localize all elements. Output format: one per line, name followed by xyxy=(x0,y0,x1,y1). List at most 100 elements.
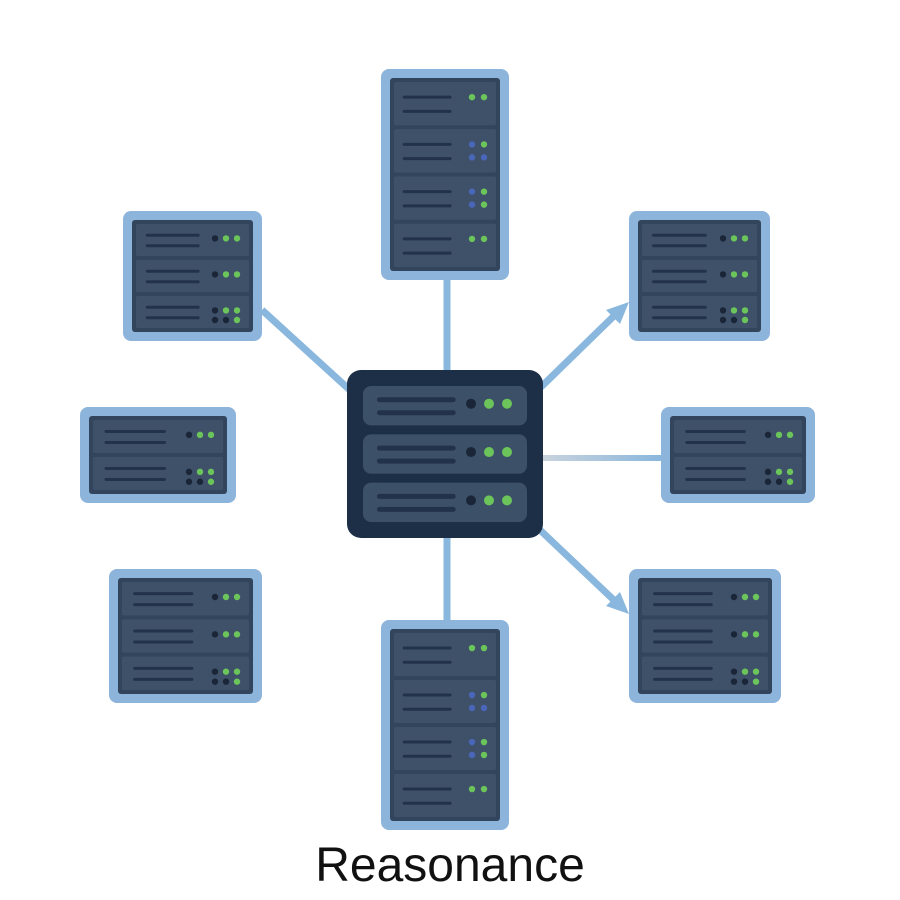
server-unit-face xyxy=(674,457,802,490)
status-led-icon xyxy=(211,678,219,685)
status-led-icon xyxy=(185,431,193,439)
status-led-icon xyxy=(468,738,476,746)
status-led-icon xyxy=(480,93,488,101)
status-led-icon xyxy=(466,398,476,409)
status-led-icon xyxy=(480,704,488,712)
status-led-icon xyxy=(786,468,794,476)
status-led-icon xyxy=(480,154,488,161)
server-unit-face xyxy=(136,224,249,256)
status-led-icon xyxy=(211,307,219,314)
status-led-icon xyxy=(502,398,512,409)
status-led-icon xyxy=(233,235,241,242)
server-left xyxy=(80,407,236,503)
status-led-icon xyxy=(222,668,230,675)
server-unit xyxy=(674,420,802,453)
status-led-icon xyxy=(222,316,230,324)
server-top-left xyxy=(123,211,262,341)
status-led-icon xyxy=(741,271,749,278)
connector-top-right xyxy=(537,309,621,391)
server-right xyxy=(661,407,815,503)
arrowhead-top-right-icon xyxy=(606,302,629,324)
status-led-icon xyxy=(741,235,749,242)
status-led-icon xyxy=(468,188,476,195)
server-chassis xyxy=(390,629,500,821)
server-unit-face xyxy=(642,582,768,616)
status-led-icon xyxy=(484,447,494,458)
status-led-icon xyxy=(480,235,488,243)
server-unit xyxy=(363,386,527,426)
status-led-icon xyxy=(480,751,488,759)
status-led-icon xyxy=(480,738,488,746)
server-unit xyxy=(394,680,496,723)
server-unit-face xyxy=(122,619,249,653)
arrowhead-bottom-right-icon xyxy=(606,592,629,614)
server-chassis xyxy=(390,78,500,271)
status-led-icon xyxy=(468,141,476,148)
server-unit xyxy=(394,176,496,220)
status-led-icon xyxy=(480,691,488,699)
status-led-icon xyxy=(468,751,476,759)
status-led-icon xyxy=(730,316,738,324)
connector-bottom-right xyxy=(537,527,621,607)
server-unit xyxy=(363,434,527,474)
status-led-icon xyxy=(719,235,727,242)
server-unit-face xyxy=(394,82,496,126)
status-led-icon xyxy=(233,271,241,278)
server-unit-face xyxy=(122,656,249,690)
status-led-icon xyxy=(222,271,230,278)
server-unit-face xyxy=(394,633,496,676)
status-led-icon xyxy=(480,785,488,793)
server-hub xyxy=(347,370,543,538)
server-unit-face xyxy=(122,582,249,616)
status-led-icon xyxy=(466,495,476,506)
status-led-icon xyxy=(233,316,241,324)
server-unit-face xyxy=(363,434,527,474)
status-led-icon xyxy=(484,495,494,506)
status-led-icon xyxy=(468,154,476,161)
status-led-icon xyxy=(775,468,783,476)
status-led-icon xyxy=(775,431,783,439)
server-bottom-right xyxy=(629,569,781,703)
status-led-icon xyxy=(211,593,219,601)
server-unit-face xyxy=(394,223,496,267)
status-led-icon xyxy=(211,668,219,675)
status-led-icon xyxy=(730,307,738,314)
server-unit xyxy=(394,774,496,817)
status-led-icon xyxy=(730,631,738,638)
server-unit xyxy=(93,420,223,453)
status-led-icon xyxy=(764,468,772,476)
status-led-icon xyxy=(207,468,215,476)
status-led-icon xyxy=(786,478,794,485)
server-unit xyxy=(674,457,802,490)
server-unit xyxy=(136,296,249,328)
server-unit-face xyxy=(394,129,496,173)
server-unit xyxy=(136,260,249,292)
status-led-icon xyxy=(211,631,219,638)
server-unit-face xyxy=(136,296,249,328)
server-unit-face xyxy=(363,386,527,426)
status-led-icon xyxy=(480,141,488,148)
server-unit-face xyxy=(363,482,527,522)
status-led-icon xyxy=(480,188,488,195)
status-led-icon xyxy=(211,316,219,324)
status-led-icon xyxy=(468,235,476,243)
status-led-icon xyxy=(752,668,760,675)
server-unit-face xyxy=(93,457,223,490)
status-led-icon xyxy=(730,668,738,675)
status-led-icon xyxy=(207,478,215,485)
status-led-icon xyxy=(468,704,476,712)
server-unit xyxy=(394,223,496,267)
server-unit xyxy=(394,633,496,676)
server-unit xyxy=(642,619,768,653)
status-led-icon xyxy=(196,431,204,439)
status-led-icon xyxy=(730,593,738,601)
status-led-icon xyxy=(233,593,241,601)
status-led-icon xyxy=(468,201,476,208)
status-led-icon xyxy=(468,93,476,101)
status-led-icon xyxy=(222,678,230,685)
status-led-icon xyxy=(233,631,241,638)
status-led-icon xyxy=(185,468,193,476)
status-led-icon xyxy=(752,678,760,685)
status-led-icon xyxy=(719,316,727,324)
status-led-icon xyxy=(752,593,760,601)
